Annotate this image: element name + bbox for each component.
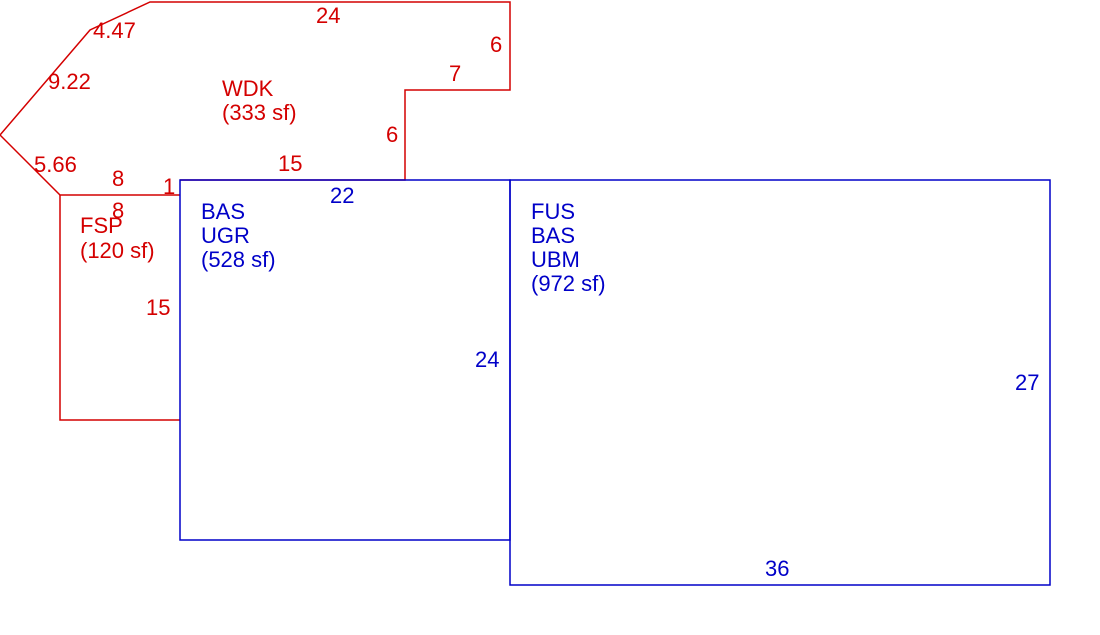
dim-wdk-upper-diag: 4.47 xyxy=(93,18,136,43)
dim-fus-right: 27 xyxy=(1015,370,1039,395)
dim-wdk-left-diag: 9.22 xyxy=(48,69,91,94)
bas-ugr-code1-label: BAS xyxy=(201,199,245,224)
fsp-outline xyxy=(59,195,180,421)
dim-fsp-top: 8 xyxy=(112,198,124,223)
dim-wdk-bottom-short: 1 xyxy=(163,174,175,199)
bas-ugr-area-label: (528 sf) xyxy=(201,247,276,272)
fus-bas-ubm-outline xyxy=(509,179,1051,586)
fsp-area-label: (120 sf) xyxy=(80,238,155,263)
fsp-code-label: FSP xyxy=(80,213,123,238)
dim-fsp-right: 15 xyxy=(146,295,170,320)
dim-fus-bottom: 36 xyxy=(765,556,789,581)
dim-bas-top: 22 xyxy=(330,183,354,208)
fus-code3-label: UBM xyxy=(531,247,580,272)
dim-bas-right: 24 xyxy=(475,347,499,372)
dim-wdk-bottom-left: 8 xyxy=(112,166,124,191)
dim-wdk-step: 7 xyxy=(449,61,461,86)
wdk-area-label: (333 sf) xyxy=(222,100,297,125)
fus-area-label: (972 sf) xyxy=(531,271,606,296)
wdk-code-label: WDK xyxy=(222,76,274,101)
dim-wdk-bottom: 15 xyxy=(278,151,302,176)
fus-code2-label: BAS xyxy=(531,223,575,248)
dim-wdk-lower-diag: 5.66 xyxy=(34,152,77,177)
dim-wdk-top: 24 xyxy=(316,3,340,28)
dim-wdk-right-top: 6 xyxy=(490,32,502,57)
fus-code1-label: FUS xyxy=(531,199,575,224)
wdk-outline xyxy=(0,1,511,196)
bas-ugr-code2-label: UGR xyxy=(201,223,250,248)
dim-wdk-right-lower: 6 xyxy=(386,122,398,147)
